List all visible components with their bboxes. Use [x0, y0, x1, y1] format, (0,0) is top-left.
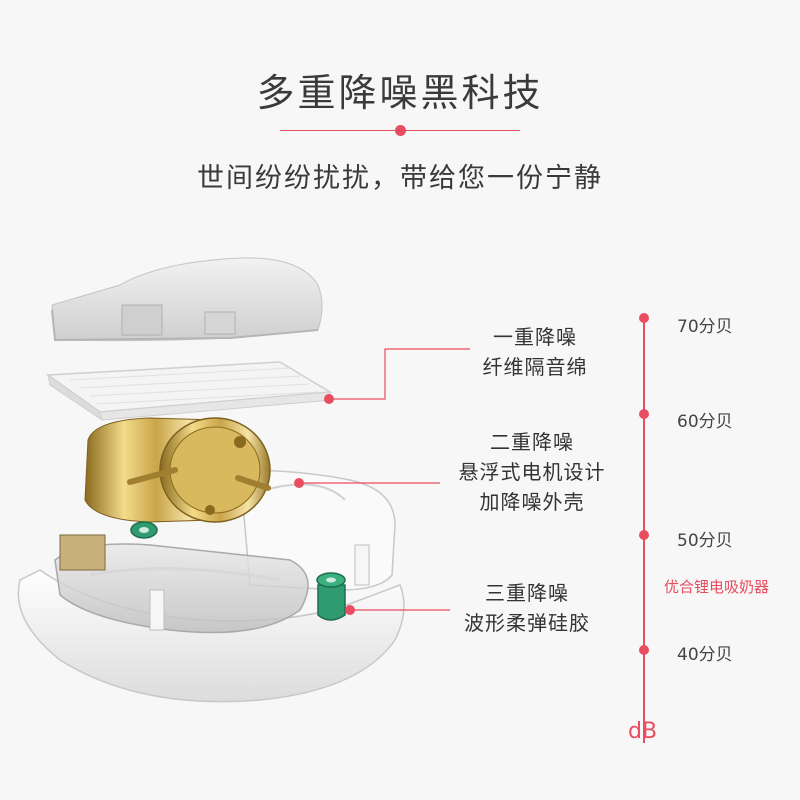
callout-third-title: 三重降噪	[485, 581, 569, 605]
exploded-pump-illustration	[17, 257, 405, 703]
callout-third-desc: 波形柔弹硅胶	[464, 611, 590, 635]
leader-dot-2	[294, 478, 304, 488]
title-divider-dot	[395, 125, 406, 136]
scale-label-60: 60分贝	[677, 412, 733, 432]
scale-label-40: 40分贝	[677, 645, 733, 665]
callout-second-desc: 悬浮式电机设计	[458, 460, 606, 484]
top-lid	[51, 257, 323, 342]
fiber-foam-pad	[45, 361, 333, 422]
page-title: 多重降噪黑科技	[256, 71, 544, 115]
callout-second-desc-2: 加降噪外壳	[479, 490, 585, 514]
callout-third-layer: 三重降噪 波形柔弹硅胶	[447, 578, 607, 638]
callout-first-desc: 纤维隔音绵	[482, 355, 588, 379]
scale-dot-60	[639, 409, 649, 419]
callout-second-title: 二重降噪	[490, 430, 574, 454]
callout-second-layer: 二重降噪 悬浮式电机设计 加降噪外壳	[442, 427, 622, 517]
silicone-dampers	[130, 521, 346, 621]
callout-first-title: 一重降噪	[493, 325, 577, 349]
scale-unit-label: dB	[628, 719, 658, 744]
scale-label-70: 70分贝	[677, 317, 733, 337]
product-noise-marker: 优合锂电吸奶器	[664, 578, 770, 596]
callout-first-layer: 一重降噪 纤维隔音绵	[470, 322, 600, 382]
scale-label-50: 50分贝	[677, 531, 733, 551]
base-shell	[17, 534, 405, 703]
leader-line-1	[329, 348, 470, 400]
scale-dot-40	[639, 645, 649, 655]
scale-dot-70	[639, 313, 649, 323]
page-subtitle: 世间纷纷扰扰，带给您一份宁静	[197, 163, 603, 194]
gold-motor	[84, 417, 271, 523]
leader-dot-1	[324, 394, 334, 404]
scale-dot-50	[639, 530, 649, 540]
leader-dot-3	[345, 605, 355, 615]
